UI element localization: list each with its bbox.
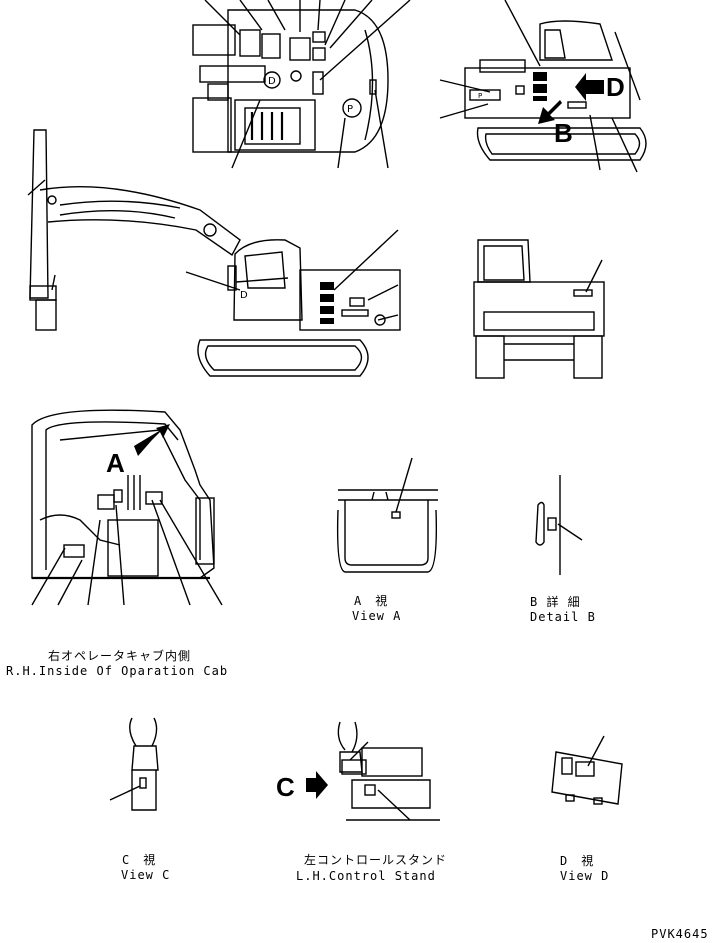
view-d-drawing bbox=[551, 735, 623, 805]
caption-cab-inside-en: R.H.Inside Of Oparation Cab bbox=[6, 664, 229, 678]
view-c-drawing bbox=[109, 717, 159, 811]
caption-detail-b-jp: B 詳 細 bbox=[530, 595, 581, 609]
letter-b-callout: B bbox=[554, 118, 573, 148]
caption-view-a-jp: A 視 bbox=[354, 594, 389, 608]
p-mark-top: P bbox=[347, 104, 353, 115]
caption-control-stand-en: L.H.Control Stand bbox=[296, 869, 436, 883]
machine-rear-view bbox=[473, 239, 605, 379]
caption-detail-b-en: Detail B bbox=[530, 610, 596, 624]
caption-view-c-en: View C bbox=[121, 868, 171, 882]
caption-cab-inside-jp: 右オペレータキャブ内側 bbox=[48, 649, 192, 663]
p-mark-rear: P bbox=[478, 92, 482, 100]
caption-view-c-jp: C 視 bbox=[122, 853, 157, 867]
cab-inside-view bbox=[31, 409, 223, 606]
machine-top-view: D P bbox=[192, 0, 411, 169]
drawing-code: PVK4645 bbox=[651, 927, 709, 941]
letter-d-callout: D bbox=[606, 72, 625, 102]
caption-view-a-en: View A bbox=[352, 609, 402, 623]
caption-control-stand-jp: 左コントロールスタンド bbox=[304, 853, 448, 867]
letter-c-callout: C bbox=[276, 772, 295, 802]
d-mark-top: D bbox=[268, 76, 276, 87]
detail-b-drawing bbox=[535, 475, 583, 575]
letter-a-callout: A bbox=[106, 448, 125, 478]
caption-view-d-jp: D 視 bbox=[560, 854, 595, 868]
machine-side-view-rear: P bbox=[439, 0, 647, 173]
machine-side-view: D bbox=[27, 129, 401, 377]
d-mark-side: D bbox=[240, 290, 248, 301]
caption-view-d-en: View D bbox=[560, 869, 610, 883]
view-a-drawing bbox=[336, 457, 438, 573]
control-stand-drawing bbox=[306, 721, 440, 821]
